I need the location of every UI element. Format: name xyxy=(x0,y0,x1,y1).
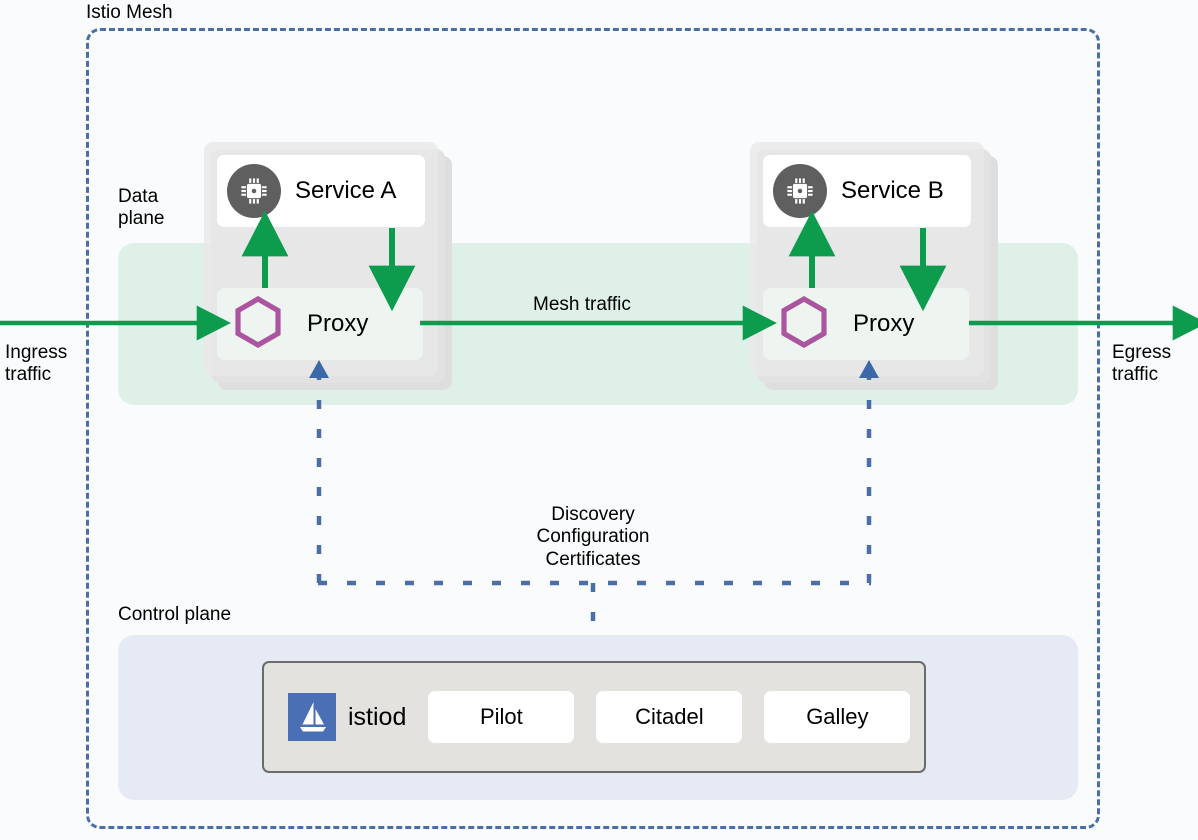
cpu-chip-icon xyxy=(773,164,827,218)
data-plane-label: Data plane xyxy=(118,186,165,230)
ingress-traffic-label: Ingress traffic xyxy=(5,342,68,386)
control-plane-label: Control plane xyxy=(118,604,232,625)
envoy-hexagon-icon xyxy=(779,295,829,354)
mesh-traffic-label: Mesh traffic xyxy=(533,294,631,315)
envoy-hexagon-icon xyxy=(233,295,283,354)
control-component-citadel[interactable]: Citadel xyxy=(596,691,743,743)
cpu-chip-icon xyxy=(227,164,281,218)
proxy-a-box[interactable]: Proxy xyxy=(217,288,423,360)
istio-sailboat-icon xyxy=(288,693,336,741)
istiod-label: istiod xyxy=(348,702,407,731)
service-b-label: Service B xyxy=(841,177,944,204)
egress-traffic-label: Egress traffic xyxy=(1112,342,1172,386)
istio-mesh-boundary xyxy=(86,28,1100,829)
proxy-b-box[interactable]: Proxy xyxy=(763,288,969,360)
control-component-pilot[interactable]: Pilot xyxy=(428,691,575,743)
control-signals-label: Discovery Configuration Certificates xyxy=(536,504,650,570)
service-b-box[interactable]: Service B xyxy=(763,155,971,227)
proxy-a-label: Proxy xyxy=(307,310,369,337)
istio-mesh-title: Istio Mesh xyxy=(86,2,173,23)
proxy-b-label: Proxy xyxy=(853,310,915,337)
service-a-box[interactable]: Service A xyxy=(217,155,425,227)
istiod-panel[interactable]: istiod Pilot Citadel Galley xyxy=(262,661,926,773)
control-component-galley[interactable]: Galley xyxy=(764,691,911,743)
service-a-label: Service A xyxy=(295,177,397,204)
